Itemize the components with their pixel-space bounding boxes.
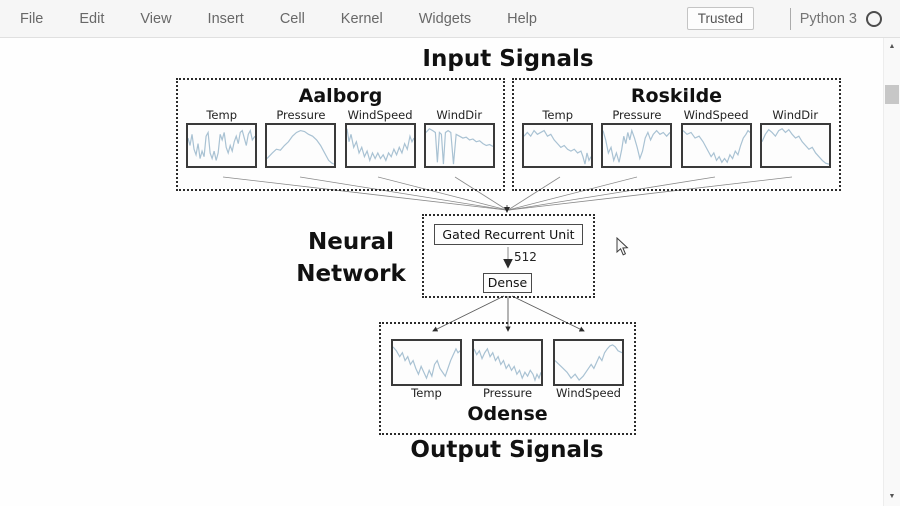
station-box-odense: Temp Pressure WindSpeed Odense <box>379 322 636 435</box>
kernel-separator <box>789 7 791 30</box>
signal-label: Pressure <box>276 108 326 122</box>
signal-aalborg-winddir: WindDir <box>423 108 495 168</box>
menubar: File Edit View Insert Cell Kernel Widget… <box>0 0 900 38</box>
trusted-button[interactable]: Trusted <box>686 7 754 30</box>
signal-aalborg-pressure: Pressure <box>265 108 337 168</box>
station-box-aalborg: Aalborg Temp Pressure WindSpeed WindDir <box>176 78 505 191</box>
signal-odense-windspeed: WindSpeed <box>553 339 624 401</box>
gru-layer-box: Gated Recurrent Unit <box>434 224 583 245</box>
scrollbar-down-icon[interactable]: ▼ <box>888 493 896 500</box>
sparkline-plot <box>186 123 258 168</box>
signal-label: WindDir <box>772 108 819 122</box>
station-name-roskilde: Roskilde <box>630 85 723 107</box>
menu-help[interactable]: Help <box>507 10 537 27</box>
vertical-scrollbar[interactable]: ▲ ▼ <box>883 38 900 506</box>
signal-label: Temp <box>206 108 238 122</box>
scrollbar-up-icon[interactable]: ▲ <box>888 43 896 50</box>
signal-roskilde-winddir: WindDir <box>759 108 831 168</box>
sparkline-plot <box>391 339 462 386</box>
signal-label: Temp <box>411 386 442 400</box>
menu-edit[interactable]: Edit <box>79 10 105 27</box>
signal-roskilde-temp: Temp <box>522 108 594 168</box>
station-name-aalborg: Aalborg <box>298 85 383 107</box>
signal-roskilde-windspeed: WindSpeed <box>680 108 752 168</box>
menu-cell[interactable]: Cell <box>279 10 305 27</box>
signal-aalborg-temp: Temp <box>186 108 258 168</box>
sparkline-plot <box>423 123 495 168</box>
signal-label: Temp <box>542 108 574 122</box>
signal-odense-pressure: Pressure <box>472 339 543 401</box>
signal-aalborg-windspeed: WindSpeed <box>344 108 416 168</box>
signal-roskilde-pressure: Pressure <box>601 108 673 168</box>
menu-items: File Edit View Insert Cell Kernel Widget… <box>0 0 537 37</box>
station-box-roskilde: Roskilde Temp Pressure WindSpeed WindDir <box>512 78 841 191</box>
kernel-status-icon <box>866 10 882 27</box>
signal-label: WindSpeed <box>683 108 749 122</box>
notebook-output-area: Input Signals Output Signals Aalborg Tem… <box>0 38 883 506</box>
signal-label: WindDir <box>436 108 483 122</box>
sparkline-plot <box>472 339 543 386</box>
signal-label: Pressure <box>482 386 533 400</box>
input-signals-title: Input Signals <box>422 46 594 72</box>
menu-insert[interactable]: Insert <box>207 10 244 27</box>
kernel-indicator: Python 3 <box>789 0 882 37</box>
station-name-odense: Odense <box>467 403 548 425</box>
scrollbar-thumb[interactable] <box>885 85 899 104</box>
menu-file[interactable]: File <box>20 10 44 27</box>
signal-odense-temp: Temp <box>391 339 462 401</box>
sparkline-plot <box>265 123 337 168</box>
signal-label: WindSpeed <box>347 108 413 122</box>
menu-kernel[interactable]: Kernel <box>340 10 383 27</box>
sparkline-plot <box>522 123 594 168</box>
output-signals-title: Output Signals <box>410 437 604 463</box>
gru-units-label: 512 <box>514 250 537 264</box>
menu-widgets[interactable]: Widgets <box>418 10 472 27</box>
sparkline-plot <box>601 123 673 168</box>
neural-network-box: Gated Recurrent Unit <box>422 214 595 298</box>
signal-label: WindSpeed <box>556 386 621 400</box>
neural-network-label-line1: Neural <box>308 229 394 255</box>
sparkline-plot <box>553 339 624 386</box>
sparkline-plot <box>680 123 752 168</box>
dense-layer-box: Dense <box>483 273 532 293</box>
mouse-cursor-icon <box>616 237 629 256</box>
sparkline-plot <box>759 123 831 168</box>
neural-network-label: Neural Network <box>285 226 417 290</box>
kernel-name: Python 3 <box>799 10 857 27</box>
sparkline-plot <box>344 123 416 168</box>
neural-network-label-line2: Network <box>296 261 406 287</box>
signal-label: Pressure <box>612 108 662 122</box>
menu-view[interactable]: View <box>140 10 172 27</box>
